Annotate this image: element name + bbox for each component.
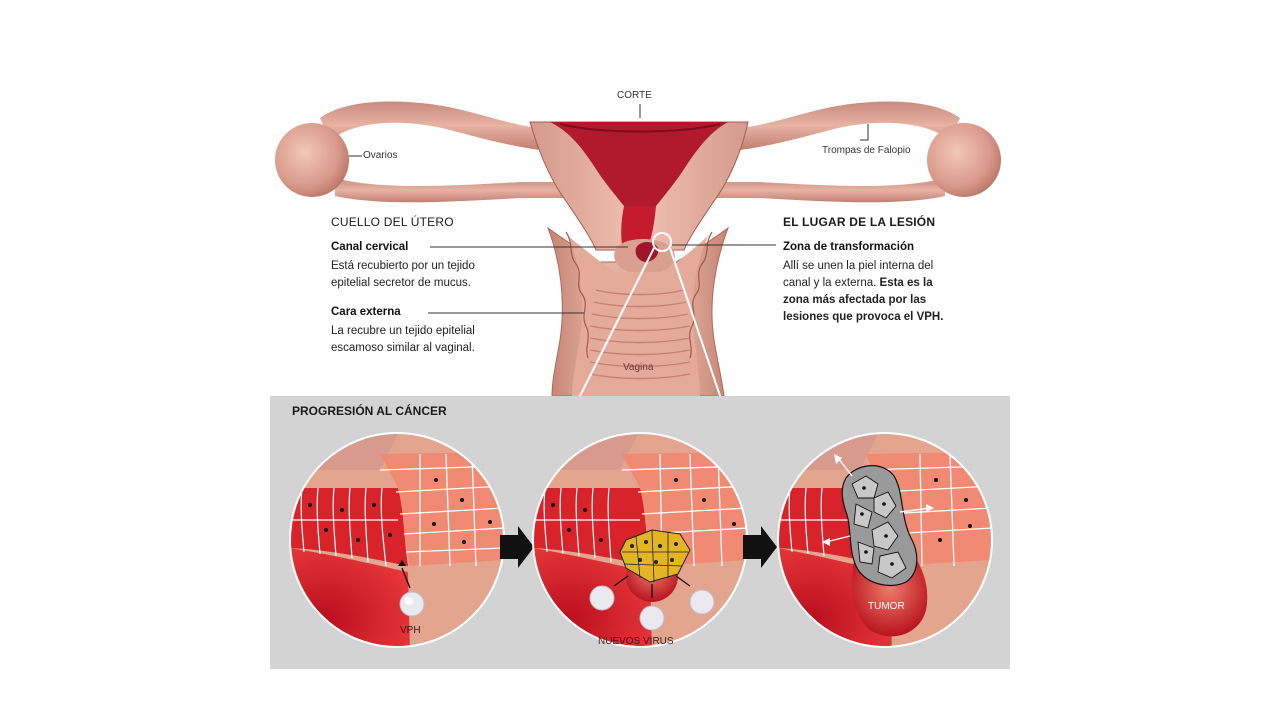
zona-desc-2: canal y la externa. Esta es la [783,275,933,292]
label-ovarios: Ovarios [363,150,398,161]
lesion-header: EL LUGAR DE LA LESIÓN [783,215,936,229]
stage-3-label: TUMOR [868,601,905,612]
stage-2-circle [533,433,747,647]
progression-arrow-2 [743,526,777,568]
cara-externa-term: Cara externa [331,306,401,318]
zona-transformacion-term: Zona de transformación [783,241,914,253]
stage-2-label: NUEVOS VIRUS [598,636,674,647]
canal-cervical-desc-2: epitelial secretor de mucus. [331,277,471,289]
right-ovary [927,123,1001,197]
left-ovary [275,123,349,197]
cara-externa-desc-1: La recubre un tejido epitelial [331,325,475,337]
label-trompas: Trompas de Falopio [822,145,911,156]
lesion-zoom-marker [652,232,672,252]
cervix-header: CUELLO DEL ÚTERO [331,215,454,229]
label-vagina: Vagina [623,362,654,373]
canal-cervical-term: Canal cervical [331,241,409,253]
stage-3-circle [778,433,992,647]
zona-desc-3: zona más afectada por las [783,294,927,306]
zona-desc-1: Allí se unen la piel interna del [783,260,934,272]
stage-1-label: VPH [400,625,421,636]
stage-1-circle [290,433,504,647]
label-corte: CORTE [617,90,652,101]
cervix-vagina [546,226,730,397]
progression-arrow-1 [500,526,534,568]
progression-title: PROGRESIÓN AL CÁNCER [292,404,447,418]
zona-desc-4: lesiones que provoca el VPH. [783,311,944,323]
canal-cervical-desc-1: Está recubierto por un tejido [331,260,475,272]
zona-desc-2b: Esta es la [879,277,933,289]
fallopian-tubes [320,101,960,203]
zona-desc-2a: canal y la externa. [783,277,880,289]
cara-externa-desc-2: escamoso similar al vaginal. [331,342,475,354]
